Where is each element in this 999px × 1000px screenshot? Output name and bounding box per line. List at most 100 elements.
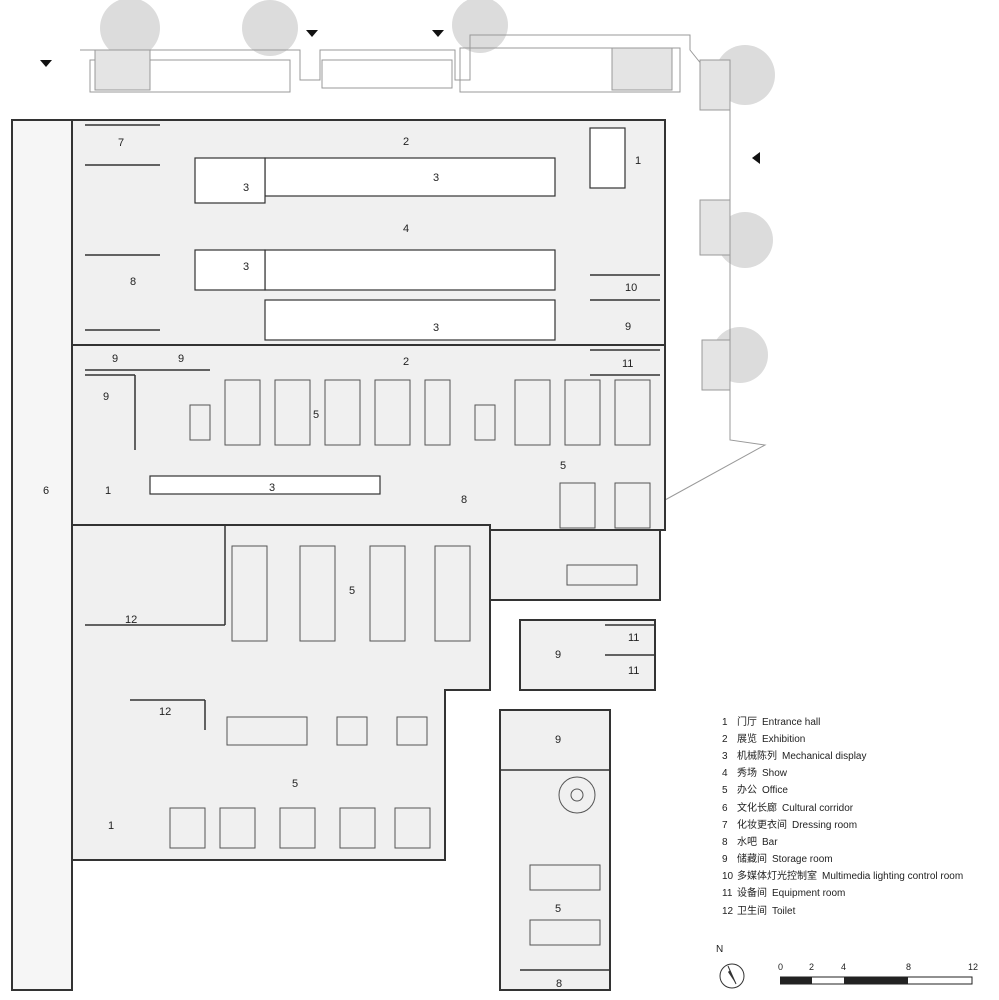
room-label: 5 [555, 903, 561, 915]
legend-english-label: Equipment room [772, 888, 846, 900]
legend-english-label: Entrance hall [762, 716, 821, 728]
room-label: 11 [628, 665, 639, 677]
room-label: 3 [269, 482, 275, 494]
legend-item: 2 展览 Exhibition [722, 731, 997, 748]
legend-item: 6 文化长廊 Cultural corridor [722, 800, 997, 817]
room-labels: 1 2 3 3 4 3 3 2 7 8 10 9 9 9 11 9 5 5 1 … [43, 136, 641, 990]
legend-item: 11 设备间 Equipment room [722, 886, 997, 903]
scale-bar-graphic [780, 976, 973, 985]
legend-chinese-label: 展览 [737, 733, 757, 745]
legend-number: 4 [722, 768, 728, 780]
room-label: 8 [130, 276, 136, 288]
room-label: 3 [433, 172, 439, 184]
stairs [189, 404, 596, 814]
room-label: 11 [622, 358, 633, 370]
room-label: 2 [403, 356, 409, 368]
legend-chinese-label: 办公 [737, 785, 757, 797]
legend-item: 1 门厅 Entrance hall [722, 714, 997, 731]
legend-number: 8 [722, 836, 728, 848]
legend-number: 2 [722, 733, 728, 745]
north-label: N [716, 944, 724, 955]
legend-chinese-label: 秀场 [737, 768, 757, 780]
room-label: 9 [103, 391, 109, 403]
legend-english-label: Storage room [772, 854, 833, 866]
legend-chinese-label: 储藏间 [737, 854, 767, 866]
room-label: 3 [433, 322, 439, 334]
legend-chinese-label: 卫生间 [737, 905, 767, 917]
legend-item: 4 秀场 Show [722, 766, 997, 783]
cultural-corridor [11, 119, 73, 991]
room-label: 5 [560, 460, 566, 472]
room-label: 3 [243, 261, 249, 273]
room-label: 1 [105, 485, 111, 497]
scale-tick: 8 [906, 962, 912, 972]
scale-tick: 4 [841, 962, 847, 972]
scale-tick: 0 [778, 962, 784, 972]
room-label: 1 [635, 155, 641, 167]
room-label: 2 [403, 136, 409, 148]
room-label: 8 [461, 494, 467, 506]
legend-chinese-label: 文化长廊 [737, 802, 777, 814]
room-label: 5 [349, 585, 355, 597]
desk-clusters [169, 379, 651, 946]
entrance-arrows [40, 30, 760, 164]
legend-number: 5 [722, 785, 728, 797]
room-label: 10 [625, 282, 637, 294]
legend-english-label: Cultural corridor [782, 802, 854, 814]
internal-walls [85, 124, 660, 971]
legend-number: 10 [722, 871, 734, 883]
display-platforms [149, 127, 626, 495]
legend-english-label: Dressing room [792, 819, 858, 831]
legend-item: 9 储藏间 Storage room [722, 852, 997, 869]
legend-item: 8 水吧 Bar [722, 834, 997, 851]
room-label: 5 [313, 409, 319, 421]
legend-number: 6 [722, 802, 728, 814]
legend-chinese-label: 门厅 [737, 716, 757, 728]
legend-number: 9 [722, 854, 728, 866]
site-outline [80, 34, 767, 501]
room-label: 9 [625, 321, 631, 333]
room-label: 12 [125, 614, 137, 626]
room-label: 8 [556, 978, 562, 990]
compass-icon [719, 963, 745, 989]
room-label: 9 [112, 353, 118, 365]
room-label: 5 [292, 778, 298, 790]
scale-tick: 12 [968, 962, 979, 972]
room-label: 12 [159, 706, 171, 718]
legend-number: 3 [722, 750, 728, 762]
scale-tick: 2 [809, 962, 815, 972]
room-label: 9 [555, 649, 561, 661]
legend-english-label: Multimedia lighting control room [822, 871, 964, 883]
legend-item: 7 化妆更衣间 Dressing room [722, 817, 997, 834]
north-arrow: N [712, 944, 752, 994]
legend-chinese-label: 多媒体灯光控制室 [737, 871, 817, 883]
legend-english-label: Bar [762, 836, 778, 848]
room-label: 9 [555, 734, 561, 746]
legend-number: 1 [722, 716, 728, 728]
legend-number: 7 [722, 819, 728, 831]
room-label: 4 [403, 223, 409, 235]
room-label: 6 [43, 485, 49, 497]
legend-chinese-label: 化妆更衣间 [737, 819, 787, 831]
legend-chinese-label: 水吧 [737, 836, 757, 848]
legend-number: 11 [722, 888, 733, 900]
legend-english-label: Toilet [772, 905, 796, 917]
scale-bar: 0 2 4 8 12 [778, 962, 978, 992]
room-label: 11 [628, 632, 639, 644]
room-label: 9 [178, 353, 184, 365]
room-label: 1 [108, 820, 114, 832]
legend-chinese-label: 设备间 [737, 888, 767, 900]
legend-english-label: Office [762, 785, 788, 797]
legend-item: 5 办公 Office [722, 783, 997, 800]
legend-english-label: Exhibition [762, 733, 806, 745]
legend-english-label: Show [762, 768, 788, 780]
room-label: 3 [243, 182, 249, 194]
legend-number: 12 [722, 905, 734, 917]
room-label: 7 [118, 137, 124, 149]
legend-chinese-label: 机械陈列 [737, 750, 777, 762]
